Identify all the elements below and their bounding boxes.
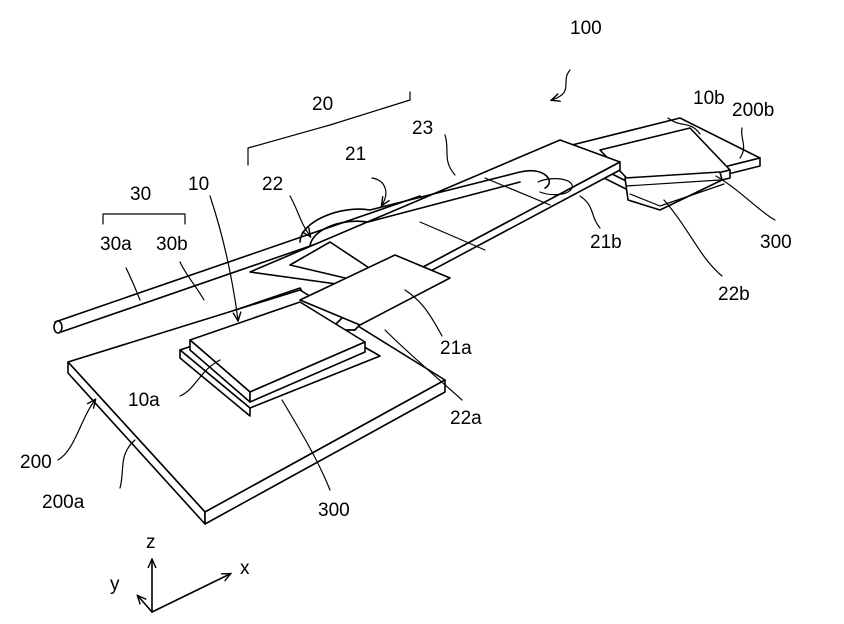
label-21: 21 <box>345 144 366 165</box>
chip-10a <box>189 301 366 403</box>
conductor-21 <box>299 169 573 247</box>
label-300: 300 <box>318 500 350 521</box>
label-10a: 10a <box>128 390 160 411</box>
label-200: 200 <box>20 452 52 473</box>
chip-10b <box>599 127 731 211</box>
label-30: 30 <box>130 184 151 205</box>
reference-labels: 100 20 23 21 22 10 30 30a 30b 10b 200b 2… <box>20 18 792 595</box>
bracket-30 <box>102 213 186 225</box>
label-23: 23 <box>412 118 433 139</box>
label-100: 100 <box>570 18 602 39</box>
label-200a: 200a <box>42 492 85 513</box>
axis-label-x: x <box>240 558 250 579</box>
board-segment-21a <box>299 254 451 326</box>
label-21a: 21a <box>440 338 472 359</box>
bracket-20 <box>247 91 411 166</box>
label-30a: 30a <box>100 234 132 255</box>
label-22b: 22b <box>718 284 750 305</box>
label-10b: 10b <box>693 88 725 109</box>
label-20: 20 <box>312 94 333 115</box>
label-22: 22 <box>262 174 283 195</box>
label-21b: 21b <box>590 232 622 253</box>
label-300-right: 300 <box>760 232 792 253</box>
label-200b: 200b <box>732 100 774 121</box>
label-30b: 30b <box>156 234 188 255</box>
label-22a: 22a <box>450 408 482 429</box>
axis-label-z: z <box>146 532 156 553</box>
label-10: 10 <box>188 174 209 195</box>
axis-label-y: y <box>110 574 120 595</box>
leader-lines <box>57 69 776 491</box>
axis-indicator <box>138 560 230 613</box>
